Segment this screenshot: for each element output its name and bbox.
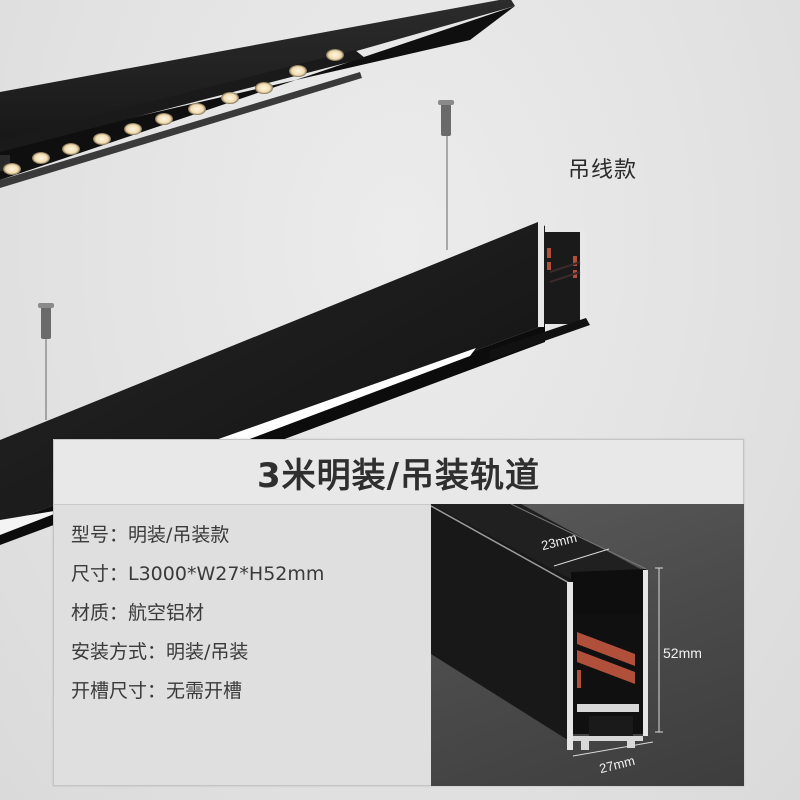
spec-header: 3米明装/吊装轨道 bbox=[54, 440, 743, 505]
track-profile-diagram bbox=[431, 504, 663, 757]
spec-item-model: 型号：明装/吊装款 bbox=[71, 524, 230, 546]
led-grille bbox=[0, 155, 10, 171]
dimension-height: 52mm bbox=[663, 645, 702, 661]
variant-label: 吊线款 bbox=[568, 158, 638, 183]
spec-title: 3米明装/吊装轨道 bbox=[256, 455, 541, 496]
spec-item-material: 材质：航空铝材 bbox=[71, 602, 205, 624]
spec-list: 型号：明装/吊装款 尺寸：L3000*W27*H52mm 材质：航空铝材 安装方… bbox=[71, 516, 421, 711]
spec-item-installation: 安装方式：明装/吊装 bbox=[71, 641, 249, 663]
track-profile-image: 23mm 52mm 27mm bbox=[431, 504, 744, 786]
suspension-cable-right bbox=[438, 100, 454, 250]
suspension-cable-left bbox=[38, 303, 54, 420]
upper-track-light bbox=[0, 0, 515, 188]
spec-item-slot-size: 开槽尺寸：无需开槽 bbox=[71, 680, 243, 702]
spec-panel: 3米明装/吊装轨道 型号：明装/吊装款 尺寸：L3000*W27*H52mm 材… bbox=[53, 439, 744, 786]
spec-item-size: 尺寸：L3000*W27*H52mm bbox=[71, 563, 325, 585]
